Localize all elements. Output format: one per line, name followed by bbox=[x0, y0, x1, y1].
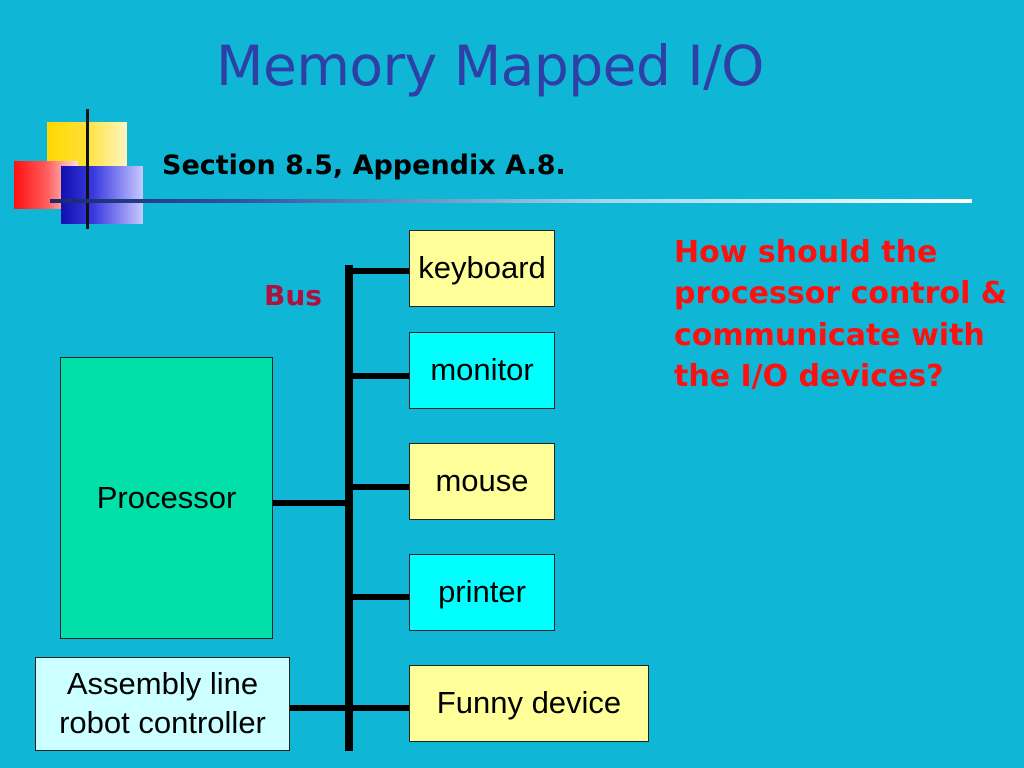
device-label: keyboard bbox=[418, 250, 546, 286]
bus-connector-monitor bbox=[349, 373, 410, 379]
decorative-vertical-line bbox=[86, 109, 89, 229]
robot-controller-box: Assembly line robot controller bbox=[35, 657, 290, 751]
processor-box: Processor bbox=[60, 357, 273, 639]
bus-label: Bus bbox=[264, 279, 322, 312]
bus-connector-controller bbox=[290, 705, 349, 711]
bus-connector-funny-device bbox=[349, 705, 410, 711]
device-keyboard-box: keyboard bbox=[409, 230, 555, 307]
bus-main-line bbox=[345, 265, 353, 751]
question-text: How should the processor control & commu… bbox=[674, 235, 1007, 395]
decorative-blue-square bbox=[61, 166, 143, 224]
device-label: mouse bbox=[435, 463, 529, 499]
robot-controller-label: Assembly line robot controller bbox=[59, 666, 266, 740]
slide-title: Memory Mapped I/O bbox=[216, 34, 764, 98]
bus-connector-keyboard bbox=[349, 268, 410, 274]
device-label: printer bbox=[438, 574, 526, 610]
device-printer-box: printer bbox=[409, 554, 555, 631]
bus-connector-processor bbox=[273, 500, 349, 506]
title-divider bbox=[50, 199, 972, 203]
device-label: Funny device bbox=[436, 685, 622, 721]
bus-connector-mouse bbox=[349, 484, 410, 490]
device-mouse-box: mouse bbox=[409, 443, 555, 520]
device-label: monitor bbox=[430, 352, 534, 388]
device-monitor-box: monitor bbox=[409, 332, 555, 409]
processor-label: Processor bbox=[96, 479, 237, 515]
bus-connector-printer bbox=[349, 594, 410, 600]
device-funny-device-box: Funny device bbox=[409, 665, 649, 742]
slide-subtitle: Section 8.5, Appendix A.8. bbox=[162, 150, 566, 181]
